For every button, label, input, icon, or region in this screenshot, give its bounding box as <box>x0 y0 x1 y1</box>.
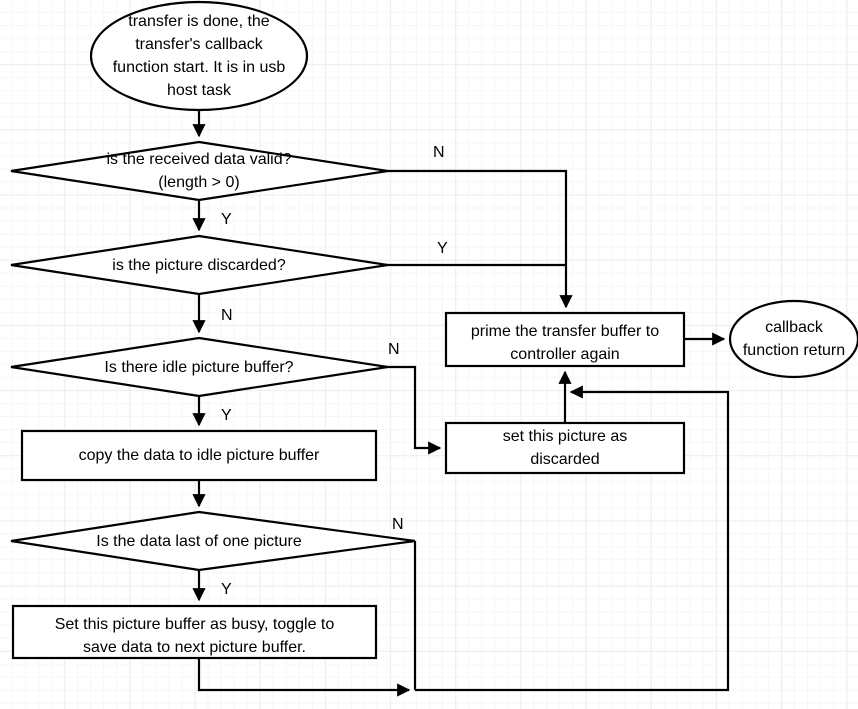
edge-valid-no-to-prime <box>388 169 573 309</box>
node-process-set-busy-shape <box>11 604 378 660</box>
edge-label-valid-yes: Y <box>221 211 232 228</box>
edge-label-last-yes: Y <box>221 581 232 598</box>
node-process-copy-shape <box>20 429 378 482</box>
node-decision-idle-buffer-shape <box>10 336 389 398</box>
edge-bottom-rail-return <box>415 385 730 692</box>
edge-label-discarded-no: N <box>221 307 233 324</box>
edge-label-idle-no: N <box>388 341 400 358</box>
node-decision-valid-shape <box>10 140 389 202</box>
node-start-shape <box>89 0 309 112</box>
node-decision-discarded-shape <box>10 234 389 296</box>
edge-label-last-no: N <box>392 516 404 533</box>
edge-label-idle-yes: Y <box>221 407 232 424</box>
edge-idle-no-to-set-discarded <box>388 365 442 455</box>
edge-label-valid-no: N <box>433 144 445 161</box>
edge-label-discarded-yes: Y <box>437 240 448 257</box>
node-process-set-discarded-shape <box>444 421 686 475</box>
node-process-prime-shape <box>444 311 686 368</box>
edge-set-busy-to-bottom-rail <box>197 658 411 697</box>
node-end-shape <box>728 299 858 379</box>
node-decision-last-shape <box>10 510 416 572</box>
